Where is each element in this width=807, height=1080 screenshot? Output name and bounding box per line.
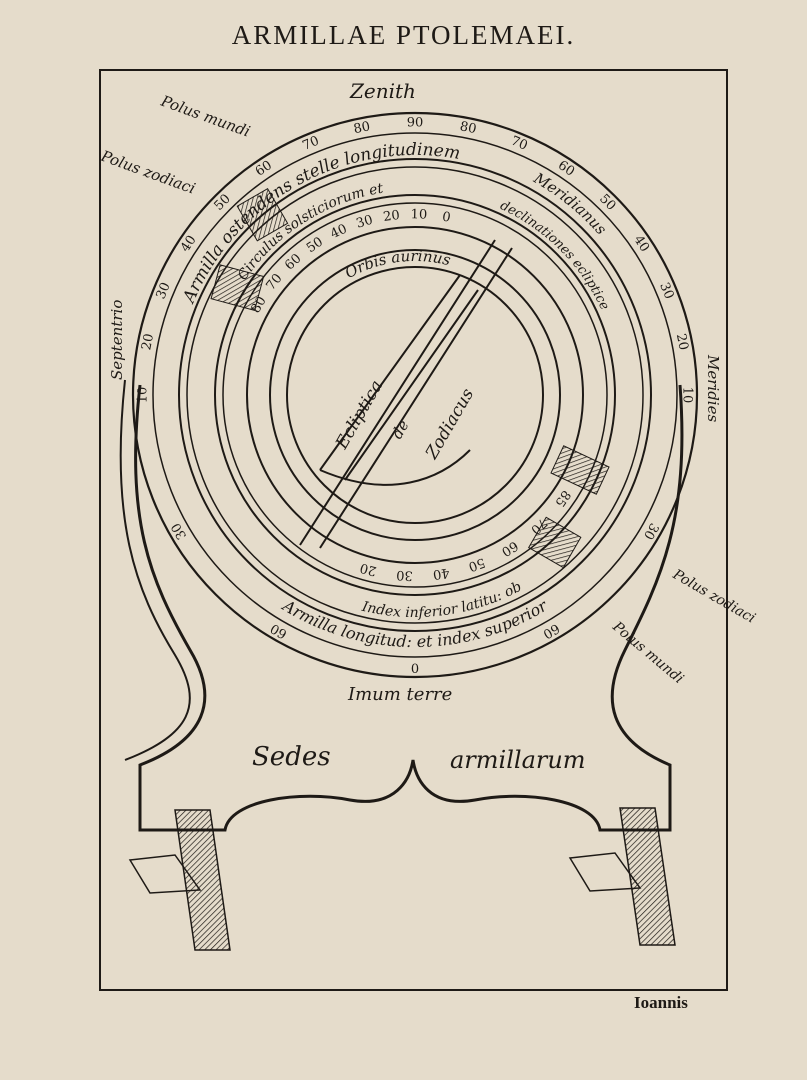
label-polus-zodiaci-bottom: Polus zodiaci xyxy=(669,566,758,627)
outer-top-tick-label: 30 xyxy=(154,280,174,301)
outer-top-tick-label: 20 xyxy=(673,332,691,351)
outer-top-tick-label: 30 xyxy=(656,280,676,301)
inner-bottom-tick-label: 30 xyxy=(396,567,413,583)
outer-top-tick-label: 80 xyxy=(459,119,478,137)
inner-top-tick-label: 10 xyxy=(410,207,427,222)
label-ecliptica: Ecliptica xyxy=(332,377,388,453)
outer-bottom-tick-label: 60 xyxy=(540,620,562,641)
outer-top-tick-label: 20 xyxy=(139,332,157,351)
inner-top-tick-label: 70 xyxy=(264,271,286,293)
inner-bottom-tick-label: 85 xyxy=(552,487,574,509)
label-septentrio: Septentrio xyxy=(108,300,126,380)
armillary-rings xyxy=(131,111,699,679)
inner-top-tick-label: 30 xyxy=(355,213,375,232)
outer-bottom-tick-label: 0 xyxy=(411,660,419,675)
label-orbis: Orbis aurinus xyxy=(342,247,453,282)
outer-top-tick-label: 90 xyxy=(407,116,424,131)
inner-top-tick-label: 50 xyxy=(304,234,326,256)
inner-bottom-tick-label: 40 xyxy=(432,564,451,581)
inner-bottom-tick-label: 60 xyxy=(499,537,521,558)
page-title: ARMILLAE PTOLEMAEI. xyxy=(231,20,576,50)
outer-top-tick-label: 10 xyxy=(680,387,695,404)
label-meridies: Meridies xyxy=(704,354,722,422)
label-polus-zodiaci-top: Polus zodiaci xyxy=(98,147,198,198)
label-polus-mundi-bottom: Polus mundi xyxy=(609,618,687,687)
label-imum-terre: Imum terre xyxy=(347,684,452,705)
outer-bottom-tick-label: 60 xyxy=(268,620,290,641)
inner-top-tick-label: 0 xyxy=(441,210,452,226)
inner-bottom-tick-label: 50 xyxy=(466,554,487,574)
label-armillarum: armillarum xyxy=(450,746,586,774)
inner-bottom-tick-label: 20 xyxy=(358,560,378,579)
label-polus-mundi-top: Polus mundi xyxy=(158,92,253,141)
outer-top-tick-label: 70 xyxy=(509,134,530,154)
inner-top-tick-label: 40 xyxy=(328,222,349,243)
outer-bottom-tick-label: 30 xyxy=(169,520,190,542)
stand xyxy=(119,379,684,951)
inner-top-tick-label: 20 xyxy=(382,208,400,225)
inner-top-tick-label: 80 xyxy=(248,294,269,316)
catchword: Ioannis xyxy=(634,993,688,1012)
label-zenith: Zenith xyxy=(349,79,416,103)
outer-top-tick-label: 80 xyxy=(352,119,371,137)
outer-top-tick-label: 10 xyxy=(136,387,151,404)
outer-bottom-tick-label: 30 xyxy=(640,520,661,542)
label-sedes: Sedes xyxy=(252,742,331,772)
page-frame xyxy=(99,69,728,991)
outer-top-tick-label: 70 xyxy=(300,134,321,154)
label-de: de xyxy=(388,417,413,442)
